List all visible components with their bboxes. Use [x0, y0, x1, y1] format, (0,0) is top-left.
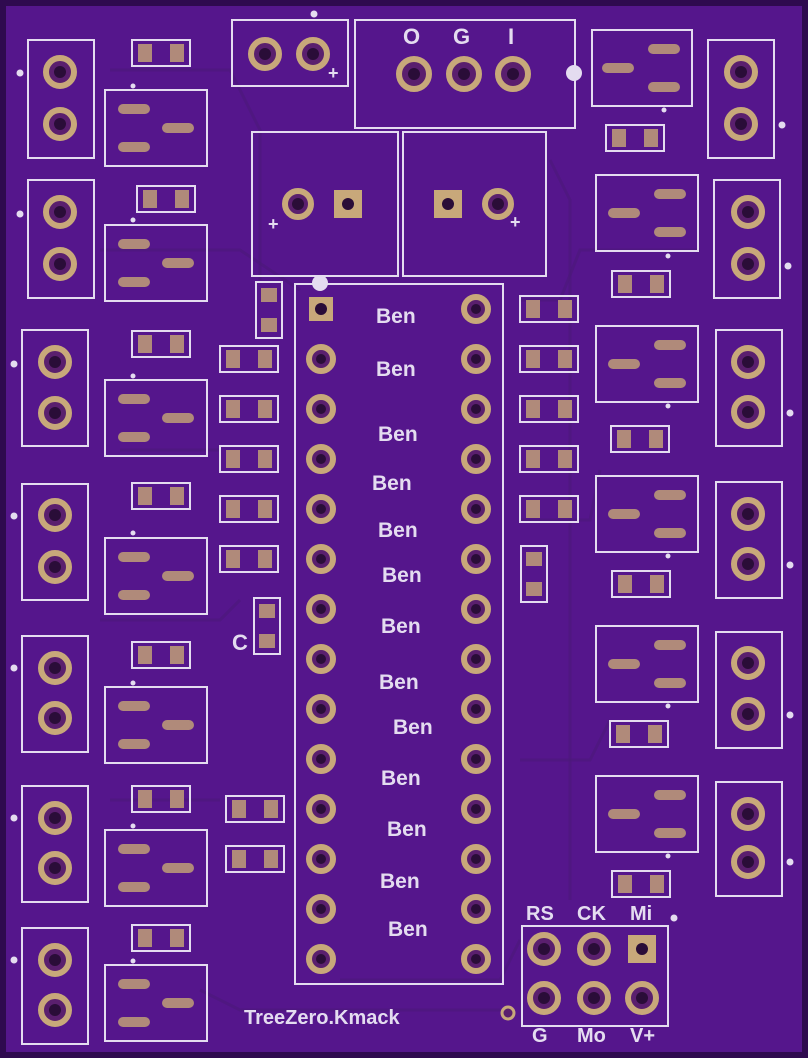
plus-mark-top: + — [328, 63, 339, 83]
icsp-label-g: G — [532, 1025, 548, 1047]
chip-left-resistors — [219, 281, 285, 873]
cap-label: C — [232, 630, 248, 655]
credit-label: TreeZero.Kmack — [244, 1007, 401, 1029]
icsp-label-ck: CK — [577, 903, 606, 925]
left-transistors — [104, 83, 208, 1042]
chip-label: Ben — [378, 519, 418, 542]
chip-label: Ben — [380, 870, 420, 893]
chip-label: Ben — [388, 918, 428, 941]
ogi-label-g: G — [453, 24, 470, 49]
ogi-label-o: O — [403, 24, 420, 49]
right-connectors — [707, 39, 794, 897]
chip-label: Ben — [379, 671, 419, 694]
chip-label: Ben — [381, 615, 421, 638]
plus-mark-left: + — [268, 214, 279, 234]
chip-label: Ben — [372, 472, 412, 495]
chip-label: Ben — [387, 818, 427, 841]
icsp-label-mi: Mi — [630, 903, 652, 925]
icsp-header — [500, 914, 678, 1027]
silkscreen-labels: O G I + + + C RS CK Mi G Mo V+ TreeZero.… — [232, 24, 655, 1047]
ogi-header — [354, 19, 582, 129]
chip-label: Ben — [393, 716, 433, 739]
chip-label: Ben — [376, 305, 416, 328]
mid-power-connectors — [251, 131, 547, 277]
dip-chip — [294, 275, 504, 985]
chip-label: Ben — [381, 767, 421, 790]
left-connectors — [10, 39, 95, 1045]
chip-label: Ben — [382, 564, 422, 587]
top-power-connector — [231, 10, 349, 87]
chip-label: Ben — [376, 358, 416, 381]
icsp-label-mo: Mo — [577, 1025, 606, 1047]
chip-right-resistors — [519, 295, 579, 603]
right-transistors — [591, 29, 699, 859]
right-resistors — [605, 124, 671, 898]
chip-label: Ben — [378, 423, 418, 446]
left-resistors — [131, 39, 196, 952]
plus-mark-right: + — [510, 212, 521, 232]
icsp-label-rs: RS — [526, 903, 554, 925]
ogi-label-i: I — [508, 24, 514, 49]
icsp-label-vplus: V+ — [630, 1025, 655, 1047]
